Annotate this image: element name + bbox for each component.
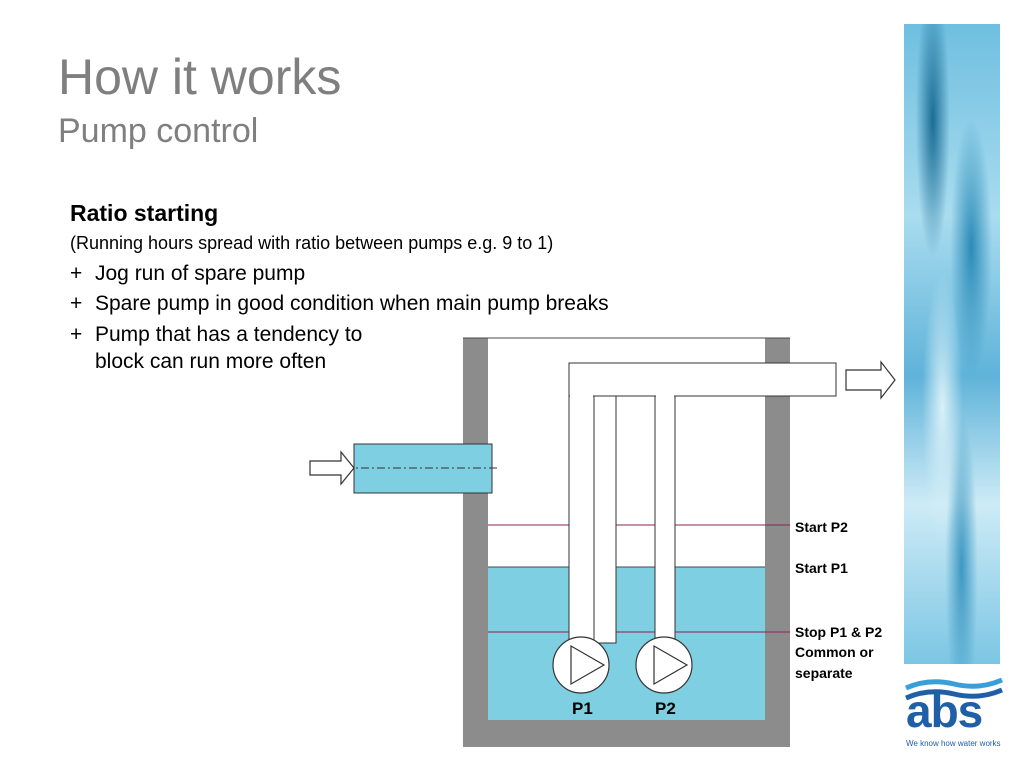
bullet-mark: + — [70, 322, 83, 346]
pump-label-p2: P2 — [655, 699, 676, 718]
level-label-stop-line3: separate — [795, 664, 853, 681]
header-cover-right — [656, 395, 674, 398]
riser-p2 — [654, 395, 676, 647]
content-note: (Running hours spread with ratio between… — [70, 233, 554, 253]
logo-text: abs — [906, 685, 983, 737]
outlet-arrow-icon — [845, 360, 896, 400]
level-label-stop-line1: Stop P1 & P2 — [795, 624, 883, 640]
inlet-pipe — [353, 443, 493, 494]
bullet-text: Pump that has a tendency to block can ru… — [95, 321, 362, 376]
bullet-text-line1: Pump that has a tendency to — [95, 322, 363, 346]
level-label-start-p2: Start P2 — [795, 519, 848, 535]
bullet-item: + Jog run of spare pump — [70, 260, 609, 287]
bullet-mark: + — [70, 292, 83, 316]
slide-subtitle: Pump control — [58, 112, 259, 150]
abs-logo: abs We know how water works — [904, 676, 1004, 756]
bullet-mark: + — [70, 262, 83, 285]
header-cover-center — [595, 364, 654, 395]
slide-title: How it works — [58, 49, 342, 105]
pump-p1-impeller-icon — [570, 644, 606, 686]
logo-wave-icon — [905, 677, 1003, 701]
header-cover-left — [570, 395, 593, 398]
bullet-text: Jog run of spare pump — [95, 262, 306, 285]
level-label-stop: Stop P1 & P2 Common or separate — [795, 622, 882, 683]
water-photo-strip — [904, 24, 1000, 664]
content-block: Ratio starting (Running hours spread wit… — [70, 200, 609, 378]
bullet-item: + Pump that has a tendency to block can … — [70, 321, 609, 376]
level-label-start-p1: Start P1 — [795, 560, 848, 576]
pump-p2-impeller-icon — [653, 644, 689, 686]
inlet-arrow-icon — [309, 450, 355, 486]
riser-p1 — [568, 395, 595, 647]
pump-label-p1: P1 — [572, 699, 593, 718]
bullet-item: + Spare pump in good condition when main… — [70, 290, 609, 317]
level-label-stop-line2: Common or — [795, 644, 874, 661]
logo-tagline: We know how water works — [906, 739, 1001, 748]
bullet-text: Spare pump in good condition when main p… — [95, 292, 609, 316]
bullet-text-line2: block can run more often — [95, 349, 327, 373]
water-body — [488, 567, 765, 720]
content-heading: Ratio starting — [70, 200, 219, 226]
